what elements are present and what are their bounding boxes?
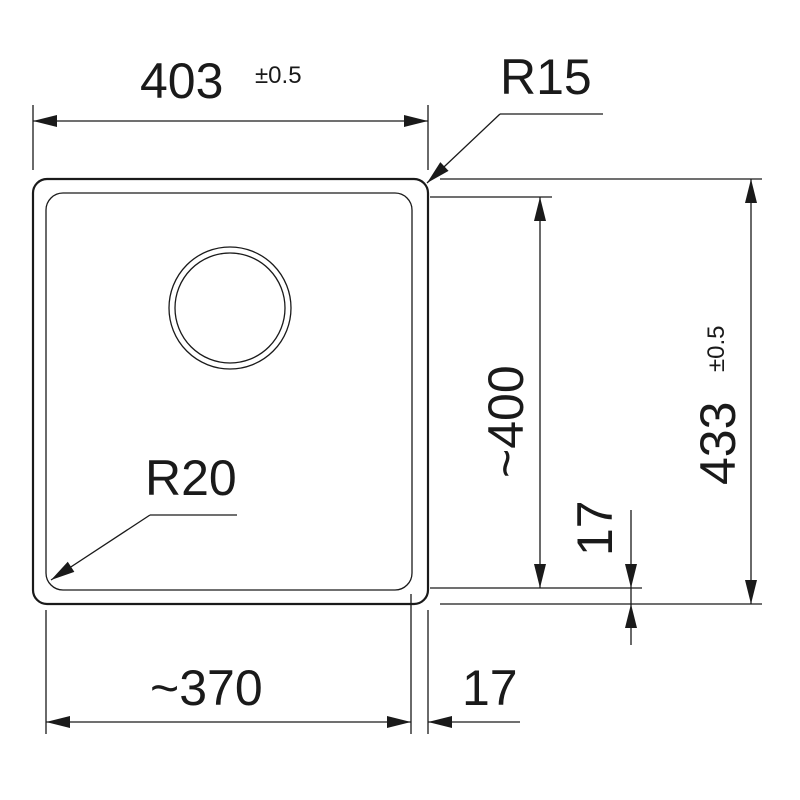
drain-inner-ring (174, 252, 286, 364)
width-outer-arrow-right (404, 115, 428, 127)
height-outer-arrow-bottom (745, 580, 757, 604)
height-inner-value: ~400 (478, 365, 534, 478)
bottom-offset-arrow-up (625, 604, 637, 628)
width-inner-value: ~370 (150, 660, 263, 716)
r20-label: R20 (145, 450, 237, 506)
width-outer-value: 403 (140, 53, 223, 109)
height-inner-arrow-bottom (534, 564, 546, 588)
height-inner-arrow-top (534, 197, 546, 221)
width-inner-arrow-right (387, 716, 411, 728)
r20-arrow (47, 561, 75, 586)
height-outer-tolerance: ±0.5 (703, 325, 730, 372)
side-offset-arrow-left (428, 716, 452, 728)
sink-outer-rim (31, 177, 430, 606)
width-outer-arrow-left (33, 115, 57, 127)
bottom-offset-value: 17 (567, 500, 623, 556)
side-offset-value: 17 (462, 660, 518, 716)
r15-label: R15 (500, 49, 592, 105)
sink-inner-bowl (45, 192, 413, 591)
height-outer-value: 433 (690, 402, 746, 485)
width-inner-arrow-left (46, 716, 70, 728)
width-outer-tolerance: ±0.5 (255, 62, 302, 89)
drain-outer-ring (168, 246, 292, 370)
height-outer-arrow-top (745, 179, 757, 203)
bottom-offset-arrow-down (625, 564, 637, 588)
